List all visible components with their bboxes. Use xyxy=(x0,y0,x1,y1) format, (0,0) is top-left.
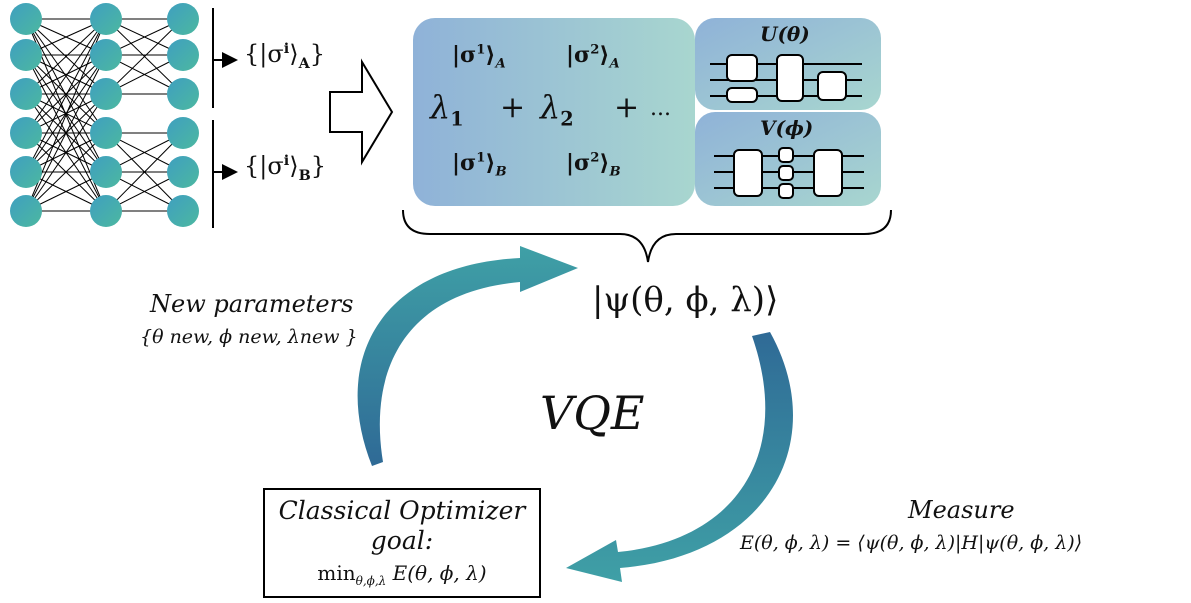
ket-2-b: |σ2⟩B xyxy=(566,150,621,179)
network-edge xyxy=(25,54,107,134)
ket-1-b-sub: B xyxy=(495,164,507,180)
vqe-label: VQE xyxy=(540,386,645,440)
network-node xyxy=(10,78,42,110)
measure-title: Measure xyxy=(908,496,1015,524)
ket-1-b-text: |σ xyxy=(452,150,477,176)
circuit-v-label: V(ϕ) xyxy=(760,116,814,140)
ket-1-a-end: ⟩ xyxy=(485,42,496,68)
network-node xyxy=(90,156,122,188)
network-node xyxy=(10,3,42,35)
network-edge xyxy=(25,18,107,95)
hollow-arrow xyxy=(329,58,394,166)
network-node xyxy=(167,78,199,110)
network-node xyxy=(90,3,122,35)
network-edge xyxy=(25,18,107,173)
plus-2: + xyxy=(614,90,640,125)
set-a-ket: {|σ xyxy=(244,40,284,68)
circuit-u-label: U(θ) xyxy=(760,22,810,46)
ket-1-a-sup: 1 xyxy=(476,42,486,58)
optimizer-min-sub: θ,ϕ,λ xyxy=(355,574,387,588)
ket-2-b-end: ⟩ xyxy=(599,150,610,176)
set-b-sup: i xyxy=(283,152,290,169)
network-node xyxy=(167,39,199,71)
lambda-2-symbol: λ xyxy=(540,88,561,126)
set-a-sup: i xyxy=(283,40,290,57)
ket-2-b-sub: B xyxy=(609,164,621,180)
ket-1-b-sup: 1 xyxy=(476,150,486,166)
lambda-1-symbol: λ xyxy=(430,88,451,126)
circuit-v-diagram xyxy=(714,147,864,199)
state-psi: |ψ(θ, ϕ, λ)⟩ xyxy=(592,280,779,320)
network-node xyxy=(90,117,122,149)
optimizer-min: min xyxy=(317,561,356,585)
set-b-end: } xyxy=(310,152,327,180)
output-brackets xyxy=(212,8,238,228)
ket-2-b-sup: 2 xyxy=(590,150,600,166)
optimizer-objective: E(θ, ϕ, λ) xyxy=(392,561,487,585)
lambda-2: λ2 xyxy=(540,88,574,130)
new-params-set: {θ new, ϕ new, λnew } xyxy=(140,326,358,348)
ket-2-b-text: |σ xyxy=(566,150,591,176)
set-b-close: ⟩ xyxy=(289,152,299,180)
cycle-arrow-top xyxy=(357,246,578,466)
network-edge xyxy=(105,18,184,95)
optimizer-objective-line: minθ,ϕ,λ E(θ, ϕ, λ) xyxy=(265,556,539,598)
network-node xyxy=(90,39,122,71)
optimizer-title: Classical Optimizer xyxy=(278,496,526,525)
ket-1-b-end: ⟩ xyxy=(485,150,496,176)
ket-1-a: |σ1⟩A xyxy=(452,42,506,71)
network-node xyxy=(167,117,199,149)
network-node xyxy=(10,156,42,188)
circuit-u-diagram xyxy=(710,54,862,103)
ellipsis: ... xyxy=(650,96,671,121)
classical-optimizer-box: Classical Optimizer goal: minθ,ϕ,λ E(θ, … xyxy=(263,488,541,598)
ket-1-b: |σ1⟩B xyxy=(452,150,507,179)
ket-2-a: |σ2⟩A xyxy=(566,42,620,71)
network-node xyxy=(10,117,42,149)
network-edge xyxy=(105,132,184,212)
network-edge xyxy=(25,93,107,212)
network-edge xyxy=(25,18,107,134)
cycle-arrow-right xyxy=(566,332,793,582)
set-b-sub: B xyxy=(298,166,311,184)
network-node xyxy=(167,3,199,35)
set-a-close: ⟩ xyxy=(289,40,299,68)
network-edge xyxy=(25,54,107,212)
network-node xyxy=(167,156,199,188)
network-edge xyxy=(25,132,107,212)
set-b-ket: {|σ xyxy=(244,152,284,180)
network-node xyxy=(90,78,122,110)
optimizer-goal: goal: xyxy=(370,526,434,555)
ket-1-a-sub: A xyxy=(495,56,506,72)
lambda-1: λ1 xyxy=(430,88,464,130)
ket-1-a-text: |σ xyxy=(452,42,477,68)
lambda-1-sub: 1 xyxy=(450,107,464,131)
set-a-end: } xyxy=(309,40,326,68)
ket-2-a-sub: A xyxy=(609,56,620,72)
set-a-label: {|σi⟩A} xyxy=(244,40,325,72)
network-edge xyxy=(25,54,107,173)
set-b-label: {|σi⟩B} xyxy=(244,152,326,184)
network-node xyxy=(10,195,42,227)
plus-1: + xyxy=(500,90,526,125)
ket-2-a-text: |σ xyxy=(566,42,591,68)
network-node xyxy=(90,195,122,227)
network-nodes xyxy=(10,3,199,227)
set-a-sub: A xyxy=(298,54,310,72)
network-node xyxy=(10,39,42,71)
ket-2-a-sup: 2 xyxy=(590,42,600,58)
measure-equation: E(θ, ϕ, λ) = ⟨ψ(θ, ϕ, λ)|H|ψ(θ, ϕ, λ)⟩ xyxy=(740,532,1083,554)
ket-2-a-end: ⟩ xyxy=(599,42,610,68)
underbrace xyxy=(402,209,892,263)
superposition-panel xyxy=(413,18,695,206)
network-node xyxy=(167,195,199,227)
new-params-title: New parameters xyxy=(150,290,354,318)
lambda-2-sub: 2 xyxy=(560,107,574,131)
